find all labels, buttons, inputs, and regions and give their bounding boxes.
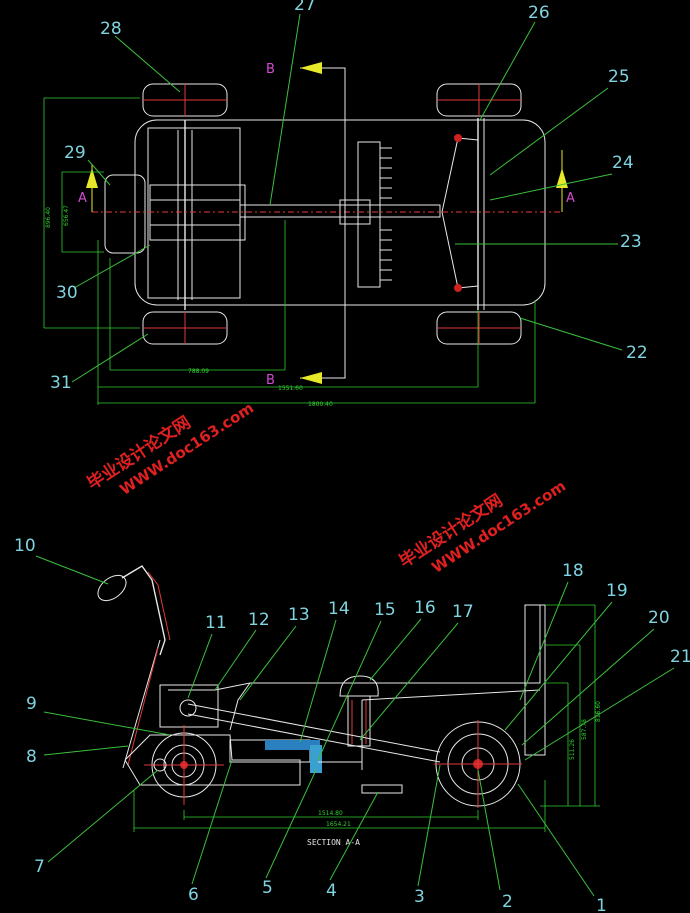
wheel-rear-left (142, 83, 228, 117)
part-number-22: 22 (626, 343, 648, 363)
section-mark-a-right: A (566, 191, 575, 206)
part-number-1: 1 (596, 896, 607, 913)
dim-1551: 1551.60 (278, 385, 303, 392)
part-number-16: 16 (414, 598, 436, 618)
section-view: 1514.80 1654.21 511.26 587.78 816.60 SEC… (35, 555, 675, 897)
dim-511: 511.26 (569, 739, 576, 760)
dim-656: 656.47 (63, 205, 70, 226)
rear-frame (147, 127, 241, 299)
wheel-front-left (436, 83, 522, 117)
pedal (361, 784, 403, 794)
part-number-5: 5 (262, 878, 273, 898)
part-number-7: 7 (34, 857, 45, 877)
part-number-9: 9 (26, 694, 37, 714)
part-number-11: 11 (205, 613, 227, 633)
steering-rack (357, 141, 381, 288)
watermark-1: 毕业设计论文网 WWW.doc163.com (83, 399, 257, 499)
part-number-29: 29 (64, 143, 86, 163)
plan-view: A A B B 788.09 1551.60 1800.40 896.4 (43, 13, 623, 408)
part-number-31: 31 (50, 373, 72, 393)
part-number-23: 23 (620, 232, 642, 252)
part-number-8: 8 (26, 747, 37, 767)
section-mark-a-left: A (78, 191, 87, 206)
motor-housing (104, 174, 146, 254)
section-leaders (35, 555, 675, 897)
lower-frame (124, 734, 301, 786)
wheel-rear-right (142, 311, 228, 345)
battery (265, 740, 320, 750)
part-number-17: 17 (452, 602, 474, 622)
part-number-27: 27 (294, 0, 316, 15)
plan-dimensions: 788.09 1551.60 1800.40 896.40 656.47 (43, 97, 536, 408)
part-number-30: 30 (56, 283, 78, 303)
arrow-b-bottom (300, 372, 322, 384)
part-number-25: 25 (608, 67, 630, 87)
rear-wheel (144, 725, 224, 805)
watermark-2: 毕业设计论文网 WWW.doc163.com (395, 477, 569, 577)
part-number-24: 24 (612, 153, 634, 173)
dim-1800: 1800.40 (308, 401, 333, 408)
part-number-21: 21 (670, 647, 690, 667)
section-caption: SECTION A-A (307, 838, 360, 847)
part-number-14: 14 (328, 599, 350, 619)
seat (339, 675, 379, 697)
part-number-3: 3 (414, 887, 425, 907)
part-number-12: 12 (248, 610, 270, 630)
part-number-6: 6 (188, 885, 199, 905)
dim-587: 587.78 (581, 719, 588, 740)
part-number-28: 28 (100, 19, 122, 39)
part-number-15: 15 (374, 600, 396, 620)
plan-leaders (71, 13, 623, 383)
dim-788: 788.09 (188, 368, 209, 375)
motor-block (159, 684, 219, 728)
drive-chain (187, 703, 441, 753)
part-number-26: 26 (528, 3, 550, 23)
part-number-19: 19 (606, 581, 628, 601)
section-dimensions: 1514.80 1654.21 511.26 587.78 816.60 (133, 604, 602, 832)
dim-896: 896.40 (45, 207, 52, 228)
section-mark-b-bottom: B (266, 373, 275, 388)
front-column (524, 604, 546, 756)
part-number-2: 2 (502, 892, 513, 912)
part-number-13: 13 (288, 605, 310, 625)
dim-816: 816.60 (595, 701, 602, 722)
dim-1654: 1654.21 (326, 821, 351, 828)
dim-1514: 1514.80 (318, 810, 343, 817)
tie-rod (441, 137, 459, 289)
part-number-18: 18 (562, 561, 584, 581)
steering-handle (97, 565, 171, 769)
arrow-b-top (300, 62, 322, 74)
front-wheel (434, 720, 522, 808)
part-number-4: 4 (326, 881, 337, 901)
wheel-front-right (436, 311, 522, 345)
part-number-20: 20 (648, 608, 670, 628)
section-mark-b-top: B (266, 62, 275, 77)
linkage-bracket (310, 745, 322, 773)
part-number-10: 10 (14, 536, 36, 556)
